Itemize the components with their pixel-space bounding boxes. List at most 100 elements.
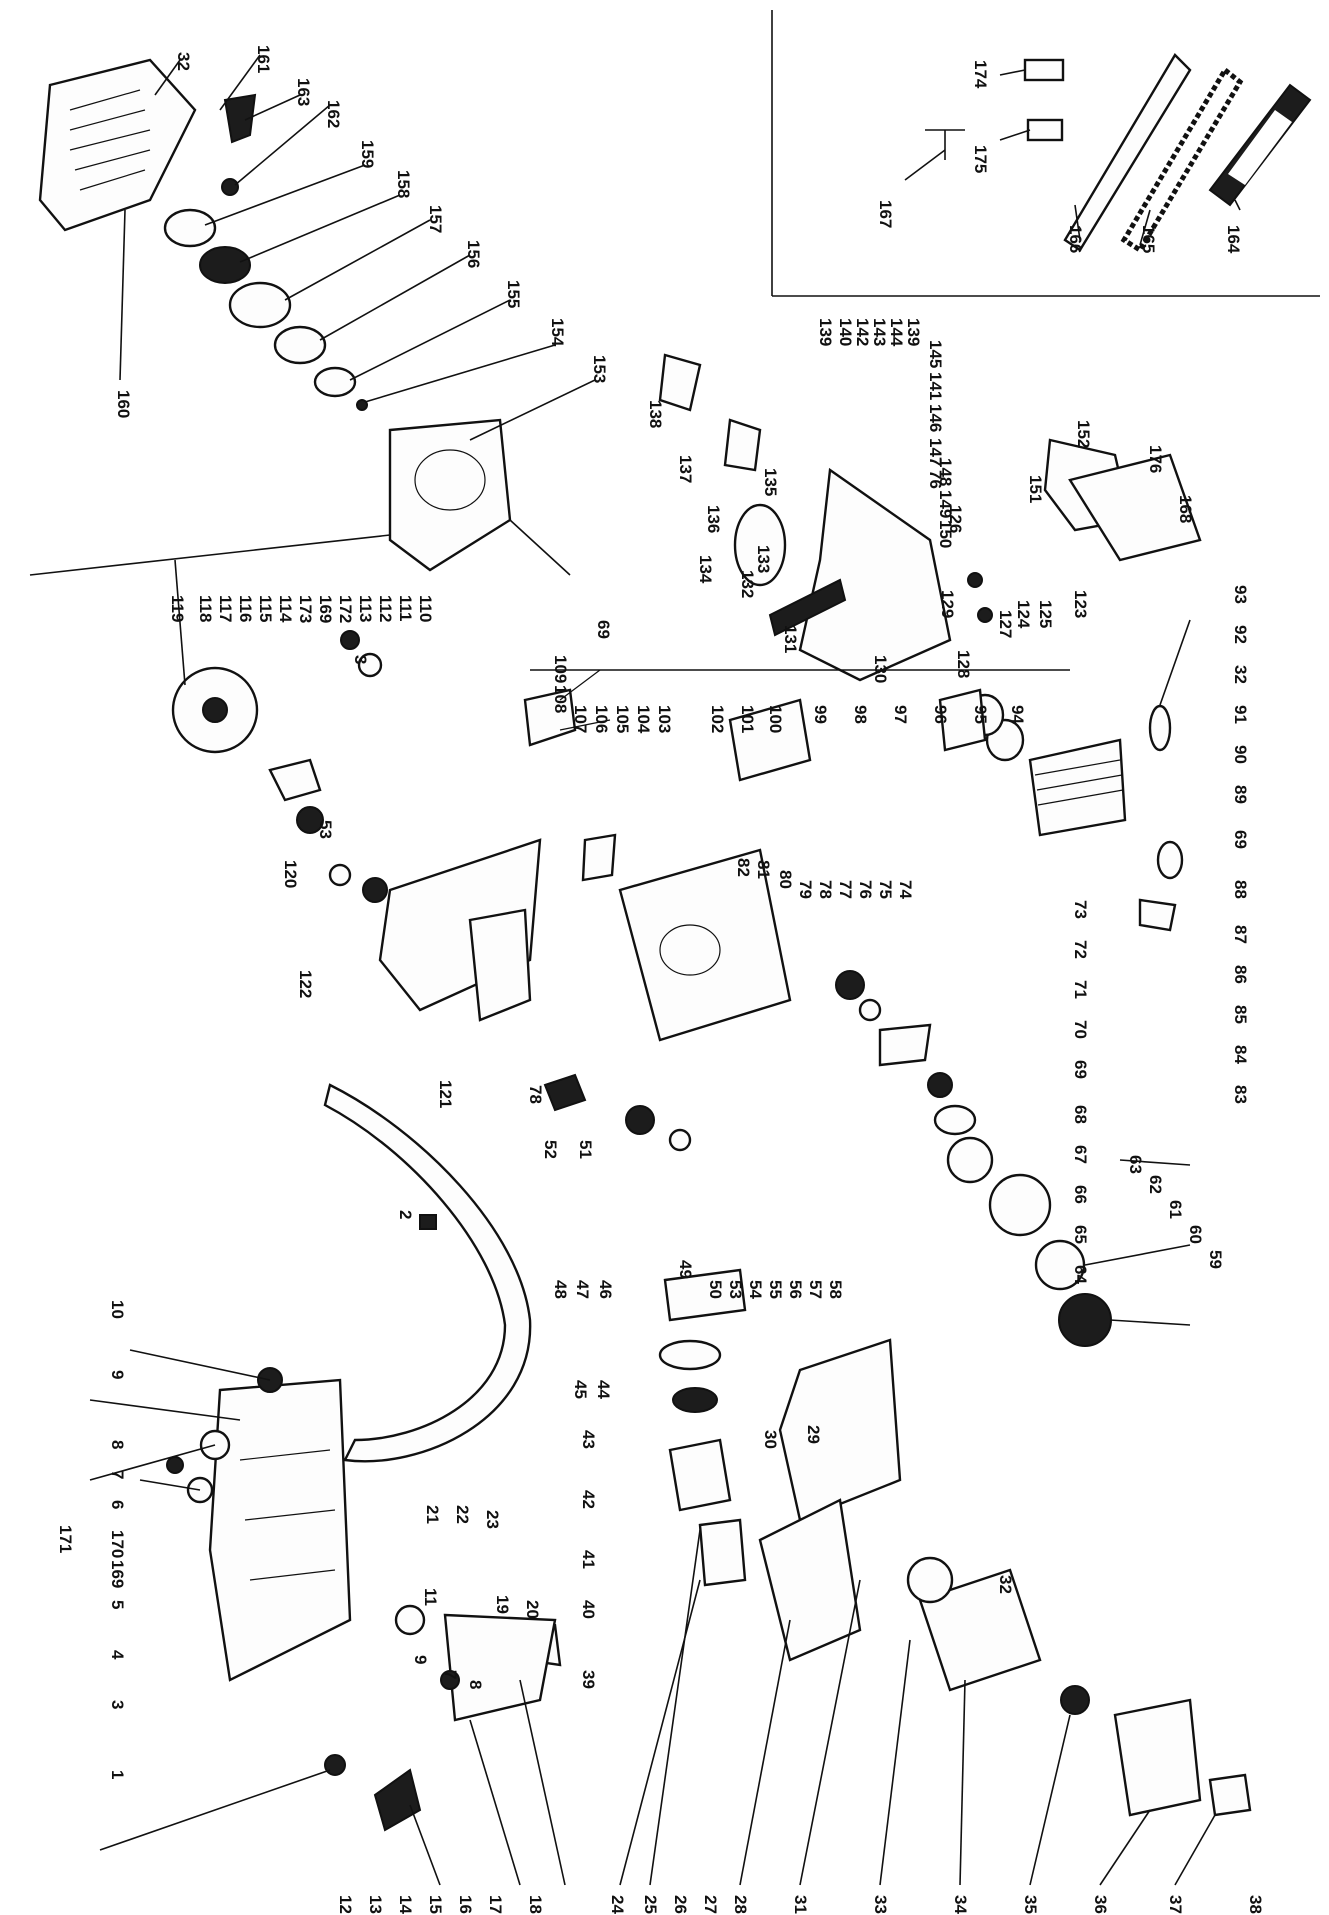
- throttle-trigger: [443, 1613, 557, 1722]
- label-72: 72: [1071, 940, 1090, 959]
- label-31: 31: [791, 1895, 810, 1914]
- label-139: 139: [816, 318, 835, 346]
- retainer: [313, 366, 357, 398]
- label-3b: 3: [108, 1700, 127, 1709]
- label-45: 45: [571, 1380, 590, 1399]
- cylinder: [1028, 738, 1127, 837]
- leader-lines: [89, 54, 1241, 1886]
- label-146: 146: [926, 404, 945, 432]
- label-176: 176: [1146, 445, 1165, 473]
- label-140: 140: [836, 318, 855, 346]
- label-96: 96: [931, 705, 950, 724]
- label-112: 112: [376, 595, 395, 622]
- label-37: 37: [1166, 1895, 1185, 1914]
- saw-chain: [1120, 66, 1244, 254]
- label-41: 41: [579, 1550, 598, 1569]
- label-123: 123: [1071, 590, 1090, 618]
- label-44: 44: [594, 1380, 613, 1399]
- label-25: 25: [641, 1895, 660, 1914]
- screw: [356, 399, 368, 411]
- label-137: 137: [676, 455, 695, 483]
- grommet: [221, 178, 239, 196]
- label-74: 74: [896, 880, 915, 899]
- label-27: 27: [701, 1895, 720, 1914]
- label-174: 174: [971, 60, 990, 89]
- bar-scabbard-slot: [1228, 110, 1292, 185]
- switch: [581, 833, 617, 882]
- starter-housing: [38, 58, 197, 232]
- label-75: 75: [876, 880, 895, 899]
- wrench: [925, 129, 965, 160]
- label-113: 113: [356, 595, 375, 622]
- muffler-nut: [1060, 1685, 1090, 1715]
- clutch-cover: [1034, 1239, 1086, 1291]
- air-filter: [878, 1023, 932, 1067]
- carburetor: [728, 698, 812, 782]
- plate: [658, 353, 702, 412]
- label-7: 7: [108, 1470, 127, 1479]
- label-76b: 76: [856, 880, 875, 899]
- label-151: 151: [1026, 475, 1045, 503]
- label-19: 19: [493, 1595, 512, 1614]
- label-90: 90: [1231, 745, 1250, 764]
- label-147: 147: [926, 438, 945, 466]
- label-92: 92: [1231, 625, 1250, 644]
- label-9b: 9: [411, 1655, 430, 1664]
- flywheel-group: [171, 630, 617, 1230]
- spark-arrestor: [1113, 1698, 1202, 1817]
- label-164: 164: [1224, 225, 1243, 254]
- main-housing: [618, 848, 792, 1042]
- label-175: 175: [971, 145, 990, 173]
- seal: [296, 806, 324, 834]
- label-142: 142: [853, 318, 872, 346]
- gasket: [1148, 704, 1172, 752]
- label-106: 106: [592, 705, 611, 733]
- label-84: 84: [1231, 1045, 1250, 1064]
- label-12: 12: [336, 1895, 355, 1914]
- carburetor-group: [543, 698, 1112, 1347]
- ignition-lead: [559, 669, 611, 731]
- bumper: [324, 1754, 346, 1776]
- label-105: 105: [613, 705, 632, 733]
- washer-small: [967, 572, 983, 588]
- label-81: 81: [754, 860, 773, 879]
- starter-group: [29, 58, 571, 576]
- ignition-coil: [523, 688, 577, 747]
- bearing-disc: [1058, 1293, 1112, 1347]
- label-100: 100: [766, 705, 785, 733]
- label-134: 134: [696, 555, 715, 584]
- label-138: 138: [646, 400, 665, 428]
- label-29: 29: [804, 1425, 823, 1444]
- label-1: 1: [108, 1770, 127, 1779]
- label-79: 79: [796, 880, 815, 899]
- label-82: 82: [734, 858, 753, 877]
- rear-handle-body: [798, 467, 952, 682]
- bearing: [362, 877, 388, 903]
- label-159: 159: [358, 140, 377, 168]
- guide-bar: [1063, 53, 1192, 252]
- label-50: 50: [706, 1280, 725, 1299]
- label-32: 32: [174, 52, 193, 71]
- label-148: 148: [936, 458, 955, 486]
- label-65: 65: [1071, 1225, 1090, 1244]
- label-59: 59: [1206, 1250, 1225, 1269]
- starter-fins: [69, 89, 151, 191]
- bearing-ring: [672, 1387, 718, 1413]
- label-13: 13: [366, 1895, 385, 1914]
- label-169b: 169: [108, 1560, 127, 1588]
- label-32c: 32: [996, 1575, 1015, 1594]
- label-36: 36: [1091, 1895, 1110, 1914]
- label-171: 171: [56, 1525, 75, 1553]
- label-10: 10: [108, 1300, 127, 1319]
- spring-coil: [733, 503, 787, 587]
- label-78: 78: [526, 1085, 545, 1104]
- label-47: 47: [573, 1280, 592, 1299]
- label-108: 108: [551, 685, 570, 713]
- label-87: 87: [1231, 925, 1250, 944]
- label-155: 155: [504, 280, 523, 308]
- label-3: 3: [351, 655, 370, 664]
- label-73: 73: [1071, 900, 1090, 919]
- label-128: 128: [954, 650, 973, 678]
- label-109: 109: [551, 655, 570, 683]
- sprocket-assembly: [668, 1438, 732, 1512]
